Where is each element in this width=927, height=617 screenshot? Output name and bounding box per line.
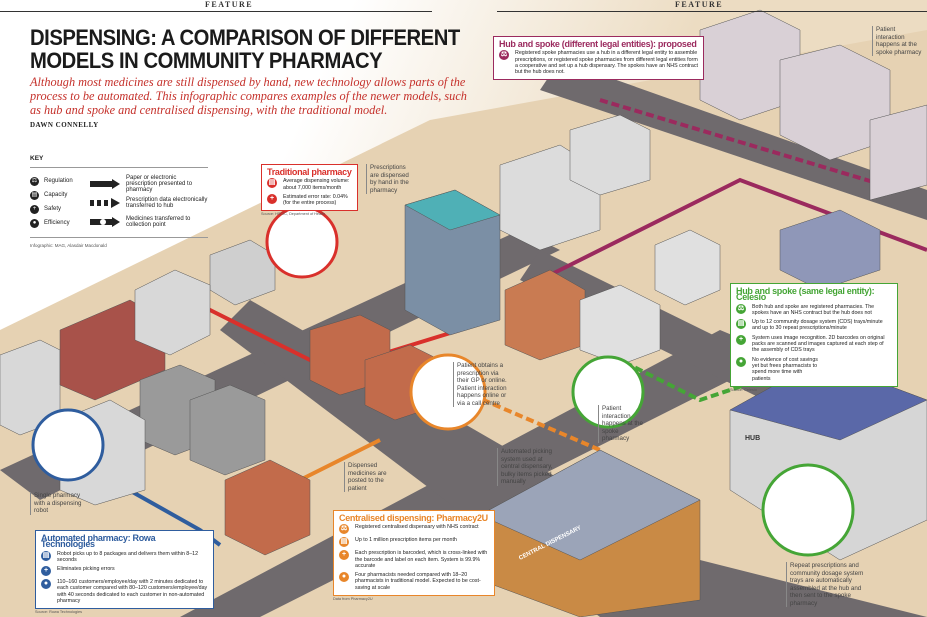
box-item: System uses image recognition. 2D barcod… [752, 334, 885, 354]
box-item: Up to 12 community dosage system (CDS) t… [752, 319, 883, 332]
box-item: Up to 1 million prescription items per m… [355, 537, 457, 544]
key-capacity: Capacity [44, 192, 68, 198]
source-note: Data from Pharmacy2U [333, 597, 373, 602]
regulation-icon: ⚖ [736, 303, 746, 314]
box-item: Average dispensing volume: about 7,000 i… [283, 178, 350, 191]
annotation-picking: Automated picking system used at central… [497, 448, 555, 486]
box-item: Four pharmacists needed compared with 18… [355, 572, 481, 591]
box-title: Hub and spoke (same legal entity): Celes… [736, 286, 875, 303]
capacity-icon: ▤ [41, 550, 51, 561]
source-note: Source: Celesio [730, 387, 757, 392]
box-item: Both hub and spoke are registered pharma… [752, 303, 875, 316]
efficiency-icon: ● [30, 218, 39, 228]
infographic-credit: Infographic: MAG, Alasdair Macdonald [30, 237, 208, 248]
celesio-box: Hub and spoke (same legal entity): Celes… [730, 283, 898, 387]
box-item: Registered centralised dispensary with N… [355, 524, 479, 531]
traditional-pharmacy-panel: Traditional pharmacy ▤ Average dispensing… [261, 164, 358, 217]
buildings [0, 9, 927, 617]
traditional-pharmacy-box: Traditional pharmacy ▤ Average dispensing… [261, 164, 358, 212]
annotation-posted: Dispensed medicines are posted to the pa… [344, 462, 396, 492]
box-item: 110–160 customers/employee/day with 2 mi… [57, 579, 208, 605]
key-regulation: Regulation [44, 178, 73, 184]
box-item: Robot picks up to 8 packages and deliver… [57, 550, 199, 563]
safety-icon: + [736, 334, 746, 345]
medicine-arrow-icon [90, 216, 120, 227]
source-note: Source: HSCIC, Department of Health [261, 212, 326, 217]
hub-sign: HUB [745, 435, 760, 442]
rowa-panel: Automated pharmacy: Rowa Technologies ▤ R… [35, 530, 214, 615]
feature-label-right: FEATURE [675, 0, 724, 9]
annotation-spoke-pharmacy-top: Patient interaction happens at the spoke… [872, 26, 924, 56]
annotation-patient-online: Patient obtains a prescription via their… [453, 362, 511, 407]
key-legend: KEY ⚖ Regulation ▤ Capacity + Safety ● Effic… [30, 155, 208, 248]
key-heading: KEY [30, 155, 208, 168]
celesio-panel: Hub and spoke (same legal entity): Celes… [730, 283, 898, 393]
magnifier-circles [31, 205, 855, 557]
annotation-repeat-prescriptions: Repeat prescriptions and community dosag… [786, 562, 866, 607]
efficiency-icon: ● [41, 579, 51, 590]
central-posted-arrow [299, 438, 381, 482]
pharmacy2u-panel: Centralised dispensing: Pharmacy2U ⚖ Regi… [333, 510, 495, 602]
capacity-icon: ▤ [267, 178, 277, 189]
pharmacy2u-box: Centralised dispensing: Pharmacy2U ⚖ Regi… [333, 510, 495, 597]
efficiency-icon: ● [339, 572, 349, 583]
subtitle: Although most medicines are still dispen… [30, 75, 467, 117]
header-rule-right [497, 11, 927, 12]
safety-icon: + [30, 204, 39, 214]
header-rule [0, 11, 432, 12]
efficiency-icon: ● [736, 356, 746, 367]
regulation-icon: ⚖ [30, 176, 39, 186]
box-item: Registered spoke pharmacies use a hub in… [515, 50, 698, 76]
box-title: Hub and spoke (different legal entities)… [499, 39, 697, 49]
key-arrow-paper: Paper or electronic prescription present… [126, 174, 193, 193]
regulation-icon: ⚖ [499, 50, 509, 61]
annotation-spoke-pharmacy: Patient interaction happens at the spoke… [598, 405, 644, 443]
source-note: Source: Rowa Technologies [35, 610, 82, 615]
hub-proposed-panel: Hub and spoke (different legal entities)… [493, 36, 704, 81]
safety-icon: + [339, 550, 349, 561]
capacity-icon: ▤ [736, 319, 746, 330]
box-item: No evidence of cost savings yet but free… [752, 356, 818, 382]
title-line-1: DISPENSING: A COMPARISON OF DIFFERENT [30, 25, 460, 50]
rowa-box: Automated pharmacy: Rowa Technologies ▤ R… [35, 530, 214, 610]
capacity-icon: ▤ [30, 190, 39, 200]
annotation-single-pharmacy: Single pharmacy with a dispensing robot [30, 492, 88, 515]
annotation-prescriptions: Prescriptions are dispensed by hand in t… [366, 164, 414, 194]
key-arrow-medicines: Medicines transferred to collection poin… [126, 215, 191, 228]
feature-label-left: FEATURE [205, 0, 254, 9]
box-item: Eliminates picking errors [57, 566, 115, 573]
regulation-icon: ⚖ [339, 524, 349, 535]
hub-proposed-box: Hub and spoke (different legal entities)… [493, 36, 704, 81]
box-title: Automated pharmacy: Rowa Technologies [41, 533, 156, 550]
box-item: Each prescription is barcoded, which is … [355, 550, 488, 569]
capacity-icon: ▤ [339, 537, 349, 548]
key-safety: Safety [44, 206, 62, 212]
solid-arrow-icon [90, 178, 120, 189]
title-line-2: MODELS IN COMMUNITY PHARMACY [30, 48, 383, 73]
dashed-arrow-icon [90, 197, 120, 208]
byline: DAWN CONNELLY [30, 121, 99, 129]
box-title: Centralised dispensing: Pharmacy2U [339, 513, 488, 523]
key-arrow-data: Prescription data electronically transfe… [126, 196, 208, 209]
proposed-data-arrow [599, 98, 901, 192]
safety-icon: + [41, 566, 51, 577]
key-efficiency: Efficiency [44, 220, 70, 226]
safety-icon: + [267, 193, 277, 204]
box-title: Traditional pharmacy [267, 167, 352, 177]
box-item: Estimated error rate: 0.04% (for the ent… [283, 193, 348, 207]
